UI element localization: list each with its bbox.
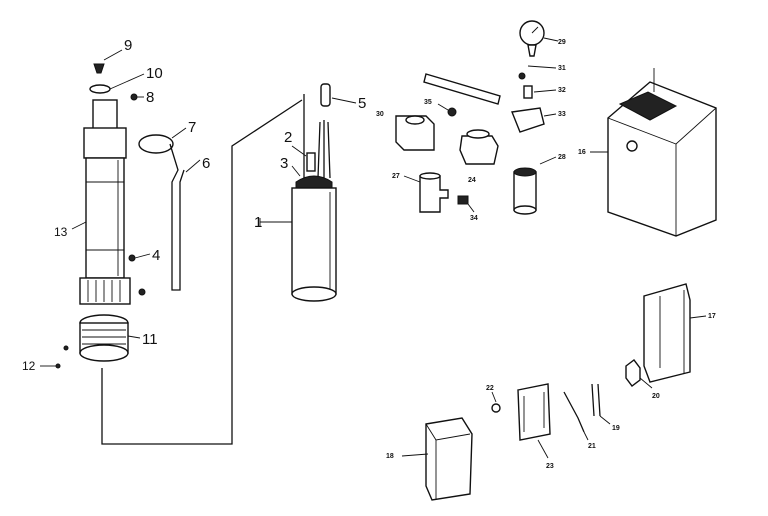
part-28-tank bbox=[513, 171, 537, 211]
part-4-screw bbox=[128, 254, 136, 262]
part-27-tee bbox=[419, 175, 449, 213]
part-23-plate bbox=[517, 383, 551, 441]
callout-16: 16 bbox=[578, 149, 586, 156]
part-22-screw bbox=[491, 403, 501, 413]
part-7-6-wire-guard bbox=[138, 127, 201, 291]
callout-labels: 9 10 8 13 7 6 4 11 12 5 2 3 1 29 31 32 3… bbox=[22, 37, 716, 470]
pipe bbox=[423, 73, 501, 105]
part-19-clip bbox=[591, 383, 601, 417]
callout-22: 22 bbox=[486, 385, 494, 392]
callout-10: 10 bbox=[146, 65, 163, 82]
callout-24: 24 bbox=[468, 177, 476, 184]
callout-21: 21 bbox=[588, 443, 596, 450]
callout-8: 8 bbox=[146, 89, 154, 106]
callout-17: 17 bbox=[708, 313, 716, 320]
part-10-washer bbox=[89, 84, 111, 94]
callout-9: 9 bbox=[124, 37, 132, 54]
callout-18: 18 bbox=[386, 453, 394, 460]
callout-1: 1 bbox=[254, 214, 262, 231]
part-20-clamp bbox=[625, 359, 641, 387]
callout-7: 7 bbox=[188, 119, 196, 136]
callout-34: 34 bbox=[470, 215, 478, 222]
part-24-switch bbox=[459, 135, 499, 165]
callout-35: 35 bbox=[424, 99, 432, 106]
pump-head bbox=[83, 127, 127, 159]
callout-5: 5 bbox=[358, 95, 366, 112]
pump-end-assembly bbox=[55, 63, 146, 369]
assembly-connector-lines bbox=[101, 94, 305, 445]
part-7-ring bbox=[138, 134, 174, 154]
part-2-wire bbox=[306, 152, 316, 172]
part-6-guard bbox=[169, 143, 185, 291]
callout-3: 3 bbox=[280, 155, 288, 172]
part-9-nut bbox=[93, 63, 105, 74]
motor-assembly bbox=[259, 83, 357, 302]
part-17-bracket bbox=[643, 283, 691, 383]
pump-base bbox=[79, 277, 131, 305]
callout-11: 11 bbox=[142, 331, 158, 348]
callout-33: 33 bbox=[558, 111, 566, 118]
mounting-hardware bbox=[401, 283, 707, 501]
part-21-strap bbox=[563, 391, 585, 433]
callout-27: 27 bbox=[392, 173, 400, 180]
callout-19: 19 bbox=[612, 425, 620, 432]
screw bbox=[138, 288, 146, 296]
callout-28: 28 bbox=[558, 154, 566, 161]
part-34 bbox=[457, 195, 469, 205]
part-18-cover bbox=[425, 417, 473, 501]
callout-29: 29 bbox=[558, 39, 566, 46]
callout-32: 32 bbox=[558, 87, 566, 94]
part-32 bbox=[523, 85, 533, 99]
part-5-plug bbox=[320, 83, 331, 107]
part-30-coil bbox=[395, 115, 435, 151]
callout-30: 30 bbox=[376, 111, 384, 118]
part-1-motor bbox=[291, 187, 337, 295]
callout-31: 31 bbox=[558, 65, 566, 72]
part-31 bbox=[518, 72, 526, 80]
part-16-control-box bbox=[590, 68, 717, 237]
callout-12: 12 bbox=[22, 359, 36, 373]
callout-6: 6 bbox=[202, 155, 210, 172]
callout-13: 13 bbox=[54, 225, 68, 239]
callout-4: 4 bbox=[152, 247, 160, 264]
part-8-plug bbox=[130, 93, 138, 101]
callout-20: 20 bbox=[652, 393, 660, 400]
pressure-switch-assembly bbox=[395, 20, 559, 215]
callout-23: 23 bbox=[546, 463, 554, 470]
part-33-valve bbox=[511, 107, 545, 133]
pump-neck bbox=[92, 99, 118, 131]
callout-2: 2 bbox=[284, 129, 292, 146]
part-12-screw bbox=[63, 345, 69, 351]
part-36 bbox=[447, 107, 457, 117]
